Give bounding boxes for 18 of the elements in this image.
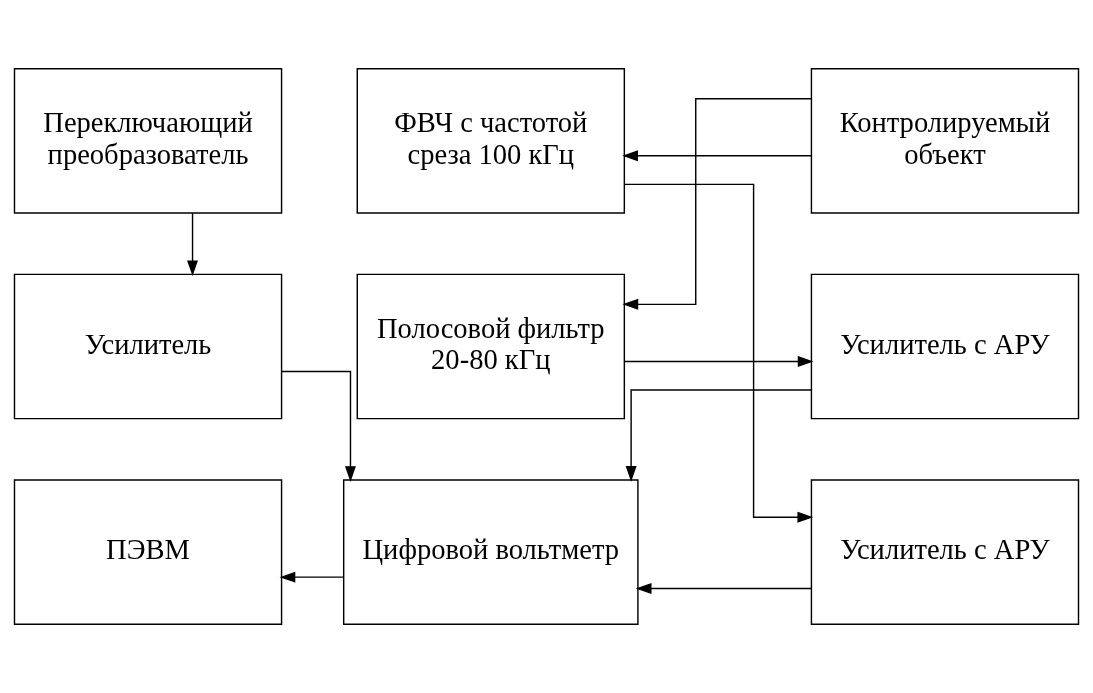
node-box: ФВЧ с частотой среза 100 кГц bbox=[356, 68, 626, 214]
node-box: Усилитель с АРУ bbox=[810, 273, 1080, 420]
node-box: ПЭВМ bbox=[13, 479, 283, 625]
arrow bbox=[281, 370, 356, 482]
node-box: Цифровой вольтметр bbox=[342, 479, 639, 625]
arrow bbox=[625, 389, 813, 482]
arrow bbox=[623, 356, 814, 367]
node-box: Усилитель с АРУ bbox=[810, 479, 1080, 625]
node-box: Усилитель bbox=[13, 273, 283, 420]
node-box: Переключающий преобразователь bbox=[13, 68, 283, 214]
arrow bbox=[622, 150, 812, 162]
node-box: Контролируемый объект bbox=[810, 68, 1080, 214]
node-box: Полосовой фильтр 20-80 кГц bbox=[356, 273, 626, 420]
arrow bbox=[623, 183, 814, 523]
arrow bbox=[187, 212, 199, 277]
arrow bbox=[635, 583, 812, 595]
arrow bbox=[622, 98, 812, 310]
arrow bbox=[279, 571, 345, 583]
